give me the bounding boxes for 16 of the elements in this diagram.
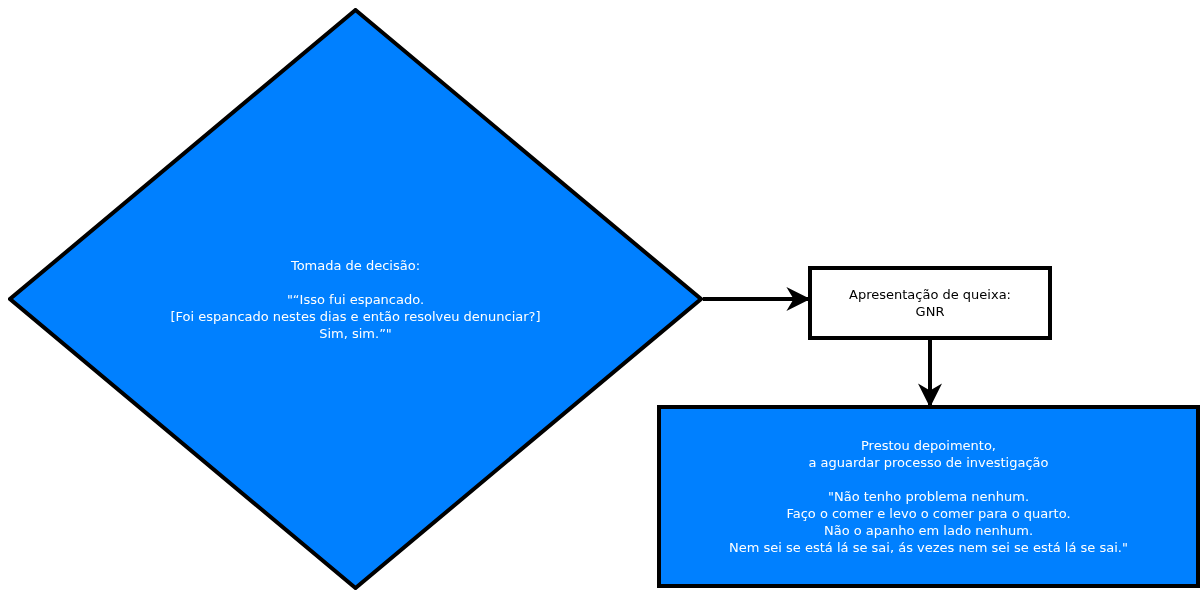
node-text: GNR [915,303,945,320]
node-text: Nem sei se está lá se sai, ás vezes nem sei se está lá se sai." [729,539,1128,556]
process-box [808,266,1052,340]
decision-diamond [8,8,703,590]
node-text: a aguardar processo de investigação [808,454,1049,471]
arrow [918,340,942,408]
node-text: Não o apanho em lado nenhum. [823,522,1034,539]
process-box [657,405,1200,588]
node-text: [Foi espancado nestes dias e então resolveu denunciar?] [170,307,541,325]
node-text: Sim, sim.”" [319,324,392,342]
node-text: Faço o comer e levo o comer para o quarto. [786,505,1071,522]
node-text: "Não tenho problema nenhum. [827,488,1030,505]
node-text: "“Isso fui espancado. [286,290,425,308]
node-text: Prestou depoimento, [861,437,996,454]
node-text: Tomada de decisão: [290,256,421,274]
node-text: Apresentação de queixa: [849,286,1011,303]
